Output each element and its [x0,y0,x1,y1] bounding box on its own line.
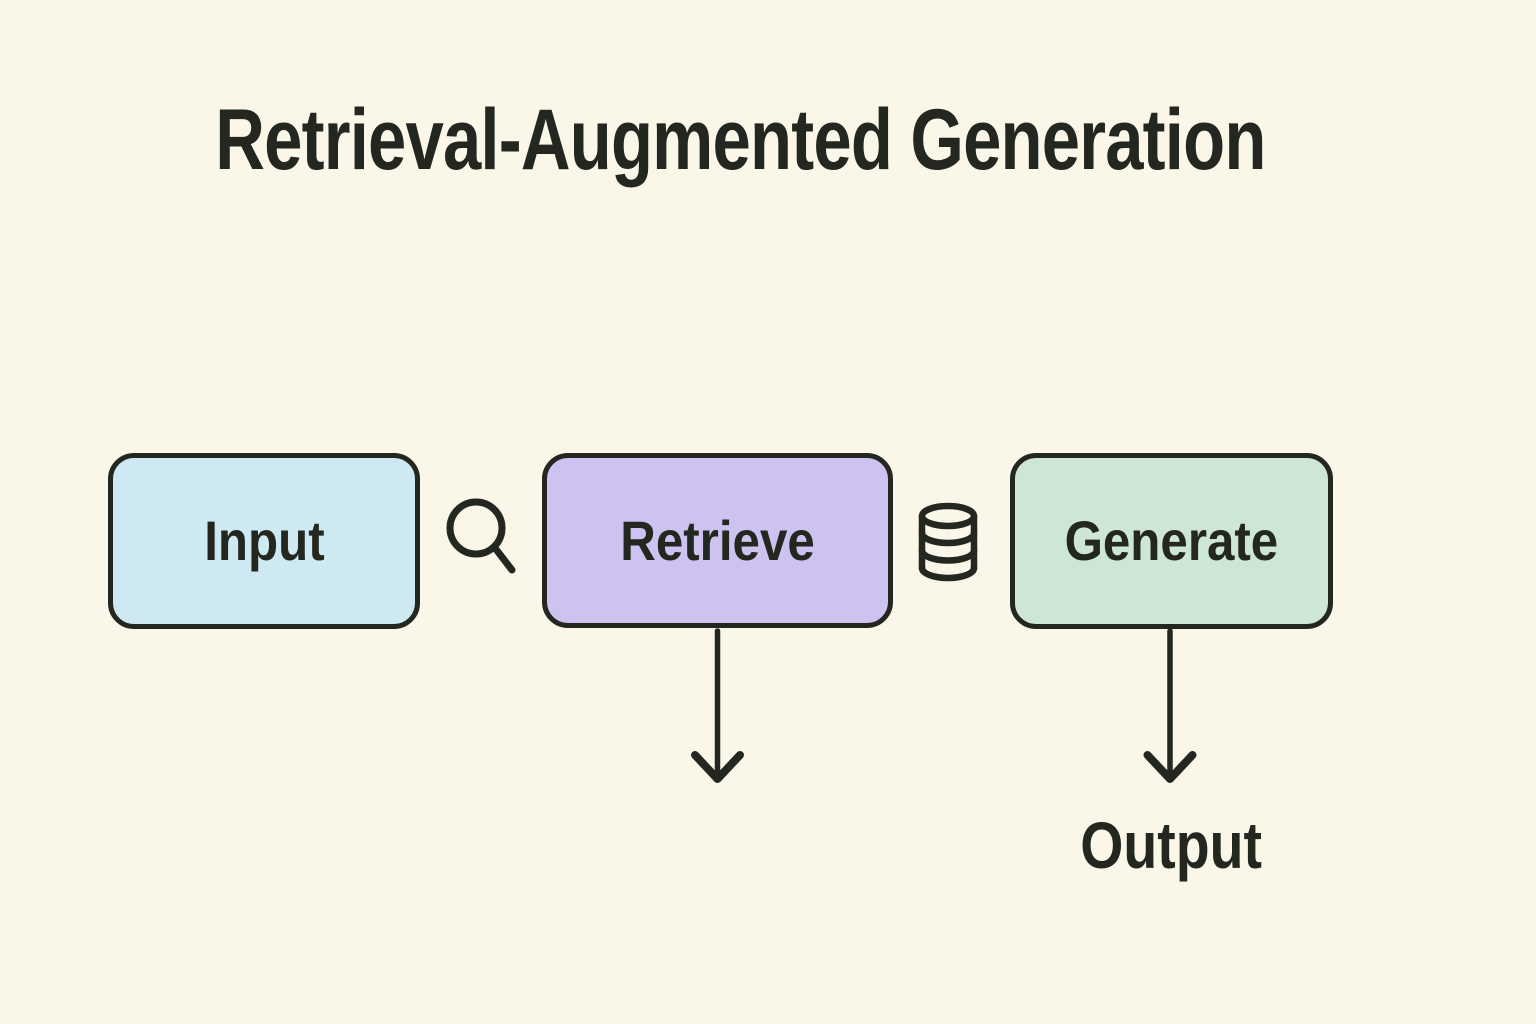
output-row: Output [971,812,1371,878]
node-retrieve-label: Retrieve [620,508,815,572]
title-row: Retrieval-Augmented Generation [0,97,1508,183]
node-input: Input [108,453,420,629]
node-retrieve: Retrieve [542,453,893,628]
database-icon [914,502,984,587]
retrieve-down-arrow [691,628,744,783]
node-input-label: Input [203,509,325,572]
node-generate-label: Generate [1064,509,1279,572]
generate-down-arrow [1143,628,1197,783]
node-generate: Generate [1010,453,1333,629]
search-icon [441,493,523,586]
diagram-title: Retrieval-Augmented Generation [214,92,1266,188]
output-label: Output [1080,808,1262,882]
